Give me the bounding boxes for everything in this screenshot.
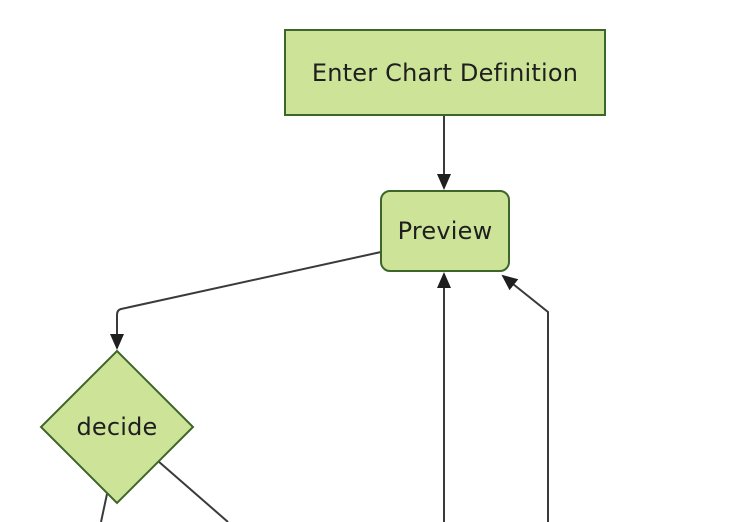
edge-bottom-to-preview-corner <box>501 274 549 522</box>
node-decide <box>39 349 195 505</box>
node-enter-chart-definition <box>284 29 606 116</box>
edge-decide-to-bottom-right <box>157 460 229 522</box>
node-preview <box>380 190 510 272</box>
edge-preview-to-decide <box>110 251 382 350</box>
edge-decide-to-bottom-left <box>100 493 108 522</box>
